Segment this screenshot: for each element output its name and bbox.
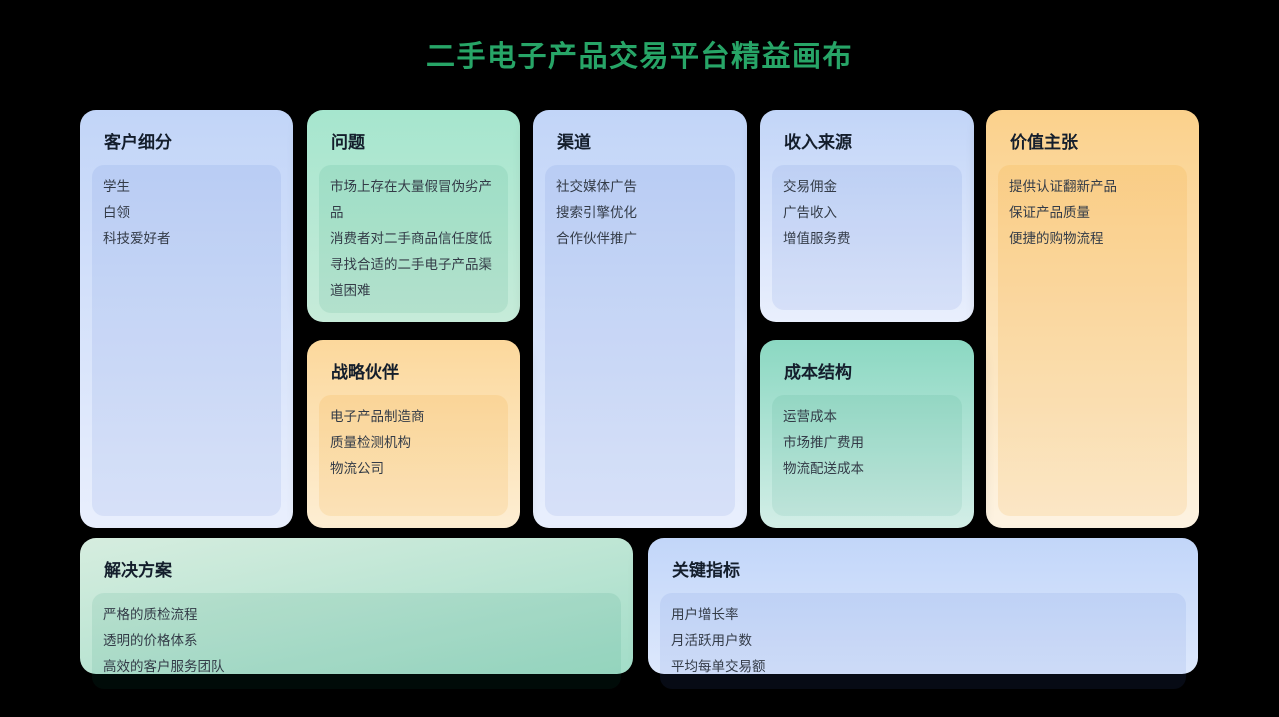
card-item: 运营成本: [783, 409, 837, 424]
card-item: 学生: [103, 179, 130, 194]
card-item: 物流公司: [330, 461, 384, 476]
page-title: 二手电子产品交易平台精益画布: [425, 41, 853, 73]
card-item-list: 交易佣金广告收入增值服务费: [772, 165, 962, 310]
card-item-list: 学生白领科技爱好者: [92, 165, 281, 516]
card-item: 透明的价格体系: [103, 633, 198, 648]
card-item-list: 提供认证翻新产品保证产品质量便捷的购物流程: [998, 165, 1187, 516]
card-item: 市场上存在大量假冒伪劣产品: [330, 179, 492, 220]
card-item: 电子产品制造商: [330, 409, 425, 424]
card-channels: 渠道 社交媒体广告搜索引擎优化合作伙伴推广: [533, 110, 747, 528]
card-item-list: 运营成本市场推广费用物流配送成本: [772, 395, 962, 516]
card-item: 增值服务费: [783, 231, 851, 246]
card-item: 寻找合适的二手电子产品渠道困难: [330, 257, 492, 298]
card-heading: 价值主张: [1010, 133, 1078, 152]
card-item: 提供认证翻新产品: [1009, 179, 1117, 194]
card-item: 质量检测机构: [330, 435, 411, 450]
card-item-list: 电子产品制造商质量检测机构物流公司: [319, 395, 508, 516]
card-item-list: 用户增长率月活跃用户数平均每单交易额: [660, 593, 1186, 689]
card-solution: 解决方案 严格的质检流程透明的价格体系高效的客户服务团队: [80, 538, 633, 689]
card-item: 市场推广费用: [783, 435, 864, 450]
card-heading: 战略伙伴: [331, 363, 399, 382]
card-value-proposition: 价值主张 提供认证翻新产品保证产品质量便捷的购物流程: [986, 110, 1199, 528]
card-cost-structure: 成本结构 运营成本市场推广费用物流配送成本: [760, 340, 974, 528]
card-item: 便捷的购物流程: [1009, 231, 1104, 246]
card-heading: 解决方案: [104, 561, 172, 580]
card-revenue-streams: 收入来源 交易佣金广告收入增值服务费: [760, 110, 974, 322]
card-item: 用户增长率: [671, 607, 739, 622]
card-strategic-partners: 战略伙伴 电子产品制造商质量检测机构物流公司: [307, 340, 520, 528]
card-item: 高效的客户服务团队: [103, 659, 225, 674]
card-customer-segments: 客户细分 学生白领科技爱好者: [80, 110, 293, 528]
card-key-metrics: 关键指标 用户增长率月活跃用户数平均每单交易额: [648, 538, 1198, 689]
card-item: 严格的质检流程: [103, 607, 198, 622]
card-item-list: 严格的质检流程透明的价格体系高效的客户服务团队: [92, 593, 621, 689]
card-heading: 客户细分: [104, 133, 172, 152]
card-heading: 收入来源: [784, 133, 852, 152]
card-item: 搜索引擎优化: [556, 205, 637, 220]
card-item: 广告收入: [783, 205, 837, 220]
card-item-list: 市场上存在大量假冒伪劣产品消费者对二手商品信任度低寻找合适的二手电子产品渠道困难: [319, 165, 508, 313]
card-heading: 成本结构: [784, 363, 852, 382]
card-item: 合作伙伴推广: [556, 231, 637, 246]
card-problems: 问题 市场上存在大量假冒伪劣产品消费者对二手商品信任度低寻找合适的二手电子产品渠…: [307, 110, 520, 322]
card-item: 社交媒体广告: [556, 179, 637, 194]
card-item: 物流配送成本: [783, 461, 864, 476]
card-heading: 渠道: [557, 133, 591, 152]
card-item: 月活跃用户数: [671, 633, 752, 648]
card-item: 科技爱好者: [103, 231, 171, 246]
card-item: 交易佣金: [783, 179, 837, 194]
card-heading: 问题: [331, 133, 365, 152]
card-item: 消费者对二手商品信任度低: [330, 231, 492, 246]
card-item: 平均每单交易额: [671, 659, 766, 674]
card-heading: 关键指标: [672, 561, 740, 580]
card-item: 白领: [103, 205, 130, 220]
card-item: 保证产品质量: [1009, 205, 1090, 220]
card-item-list: 社交媒体广告搜索引擎优化合作伙伴推广: [545, 165, 735, 516]
